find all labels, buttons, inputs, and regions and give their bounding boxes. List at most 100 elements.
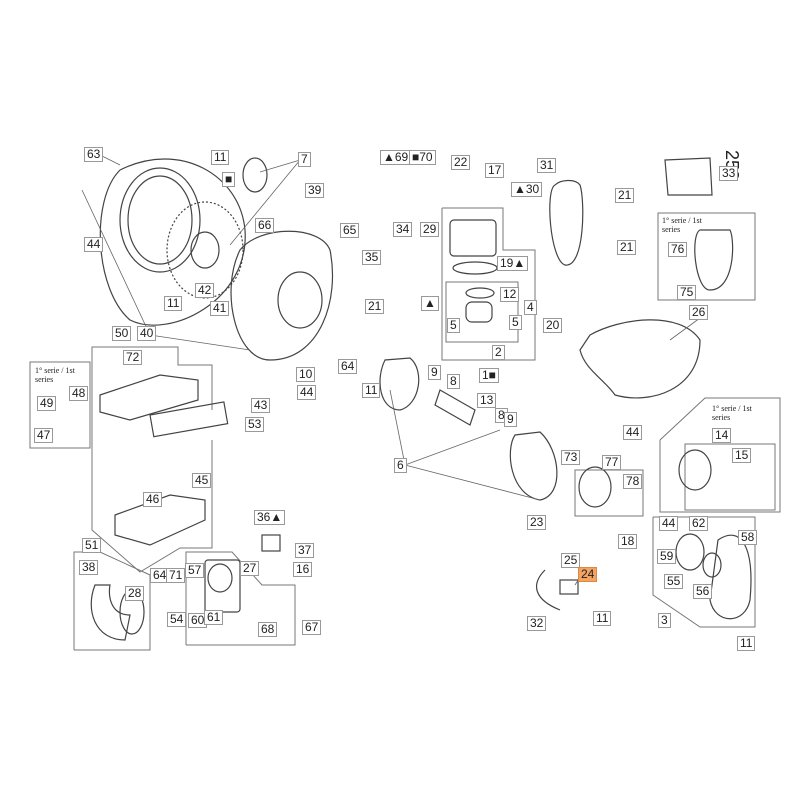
callout[interactable]: 47: [34, 428, 54, 443]
callout[interactable]: 11: [737, 636, 756, 651]
callout[interactable]: 36▲: [254, 510, 286, 525]
ignition-coil: [535, 569, 579, 611]
callout[interactable]: ■70: [409, 150, 436, 165]
callout[interactable]: 2: [492, 345, 505, 360]
callout[interactable]: 46: [143, 492, 163, 507]
callout-highlighted[interactable]: 24: [578, 567, 598, 582]
callout[interactable]: 17: [485, 163, 505, 178]
callout[interactable]: 44: [84, 237, 104, 252]
callout[interactable]: 16: [293, 562, 313, 577]
callout[interactable]: 54: [167, 612, 187, 627]
callout[interactable]: 18: [618, 534, 638, 549]
callout[interactable]: 12: [500, 287, 520, 302]
callout[interactable]: 40: [137, 326, 157, 341]
callout[interactable]: 77: [602, 455, 622, 470]
air-filter: [99, 374, 229, 546]
callout[interactable]: 61: [204, 610, 224, 625]
callout[interactable]: 29: [420, 222, 440, 237]
callout[interactable]: 13: [477, 393, 497, 408]
callout[interactable]: 66: [255, 218, 275, 233]
fan-hub: [242, 157, 268, 193]
callout[interactable]: 64: [338, 359, 358, 374]
callout[interactable]: 34: [393, 222, 413, 237]
callout[interactable]: 7: [298, 152, 311, 167]
callout[interactable]: 11: [211, 150, 230, 165]
callout[interactable]: 50: [112, 326, 132, 341]
callout[interactable]: 75: [677, 285, 697, 300]
callout[interactable]: 20: [543, 318, 563, 333]
callout[interactable]: 53: [245, 417, 265, 432]
callout[interactable]: 73: [561, 450, 581, 465]
series-note: 1° serie / 1st series: [35, 366, 75, 384]
callout[interactable]: 21: [365, 299, 385, 314]
callout[interactable]: 58: [738, 530, 758, 545]
callout[interactable]: 5: [509, 315, 522, 330]
callout[interactable]: 65: [340, 223, 360, 238]
callout[interactable]: 42: [195, 283, 215, 298]
callout[interactable]: 64: [150, 568, 170, 583]
callout[interactable]: 27: [240, 561, 260, 576]
carburetor: [261, 534, 281, 552]
callout[interactable]: 44: [659, 516, 679, 531]
callout[interactable]: 39: [305, 183, 325, 198]
callout[interactable]: 21: [617, 240, 637, 255]
callout[interactable]: 43: [251, 398, 271, 413]
callout[interactable]: 55: [664, 574, 684, 589]
callout[interactable]: 67: [302, 620, 322, 635]
callout[interactable]: 44: [623, 425, 643, 440]
callout[interactable]: 11: [593, 611, 612, 626]
callout[interactable]: 51: [82, 538, 102, 553]
series-note: 1° serie / 1st series: [662, 216, 702, 234]
callout[interactable]: 56: [693, 584, 713, 599]
callout[interactable]: 22: [451, 155, 471, 170]
callout[interactable]: 76: [668, 242, 688, 257]
callout[interactable]: 68: [258, 622, 278, 637]
callout[interactable]: 63: [84, 147, 104, 162]
callout[interactable]: 8: [447, 374, 460, 389]
callout[interactable]: 11: [164, 296, 183, 311]
callout[interactable]: 28: [125, 586, 145, 601]
callout[interactable]: 9: [504, 412, 517, 427]
callout[interactable]: 6: [394, 458, 407, 473]
callout[interactable]: 1■: [479, 368, 499, 383]
callout[interactable]: 26: [689, 305, 709, 320]
callout[interactable]: 19▲: [497, 256, 529, 271]
callout[interactable]: ▲: [421, 296, 439, 311]
callout[interactable]: 33: [719, 166, 739, 181]
callout[interactable]: 31: [537, 158, 557, 173]
callout[interactable]: 38: [79, 560, 99, 575]
callout[interactable]: 45: [192, 473, 212, 488]
callout[interactable]: 11: [362, 383, 381, 398]
callout[interactable]: 25: [561, 553, 581, 568]
callout[interactable]: 9: [428, 365, 441, 380]
callout[interactable]: 37: [295, 543, 315, 558]
callout[interactable]: 14: [712, 428, 732, 443]
callout[interactable]: 78: [623, 474, 643, 489]
callout[interactable]: 21: [615, 188, 635, 203]
callout[interactable]: 4: [524, 300, 537, 315]
starter: [675, 533, 752, 620]
callout[interactable]: 10: [296, 367, 316, 382]
callout[interactable]: 3: [658, 613, 671, 628]
callout[interactable]: 32: [527, 616, 547, 631]
callout[interactable]: ■: [222, 172, 236, 187]
callout[interactable]: 35: [362, 250, 382, 265]
callout[interactable]: ▲69: [380, 150, 412, 165]
callout[interactable]: 59: [657, 549, 677, 564]
fan-cover: [230, 230, 334, 361]
callout[interactable]: 71: [166, 568, 186, 583]
callout[interactable]: 41: [210, 301, 230, 316]
callout[interactable]: 44: [297, 385, 317, 400]
callout[interactable]: ▲30: [511, 182, 543, 197]
group-frames: [29, 207, 781, 651]
callout[interactable]: 48: [69, 386, 89, 401]
callout[interactable]: 62: [689, 516, 709, 531]
cylinder: [449, 219, 498, 323]
callout[interactable]: 49: [37, 396, 57, 411]
callout[interactable]: 72: [123, 350, 143, 365]
callout[interactable]: 15: [732, 448, 752, 463]
callout[interactable]: 23: [527, 515, 547, 530]
callout[interactable]: 57: [185, 563, 205, 578]
callout[interactable]: 5: [447, 318, 460, 333]
